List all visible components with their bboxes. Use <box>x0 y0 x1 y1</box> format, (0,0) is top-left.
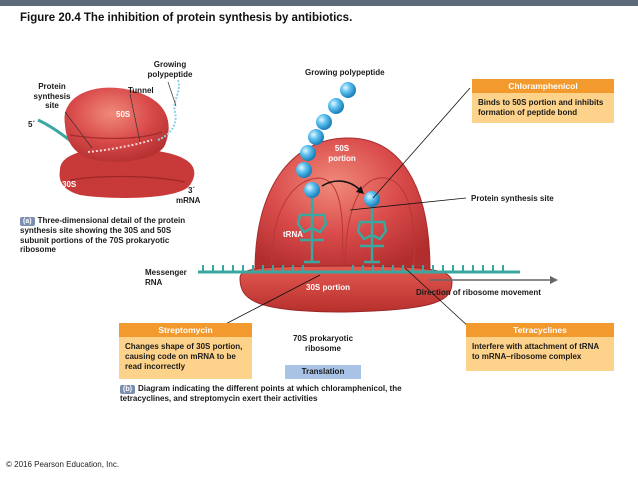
amino-acid-bead <box>308 129 324 145</box>
amino-acid-bead <box>328 98 344 114</box>
chloramphenicol-description: Binds to 50S portion and inhibits format… <box>472 93 614 123</box>
panel-a-tunnel-label: Tunnel <box>128 86 154 95</box>
panel-b-caption-text: Diagram indicating the different points … <box>120 384 402 403</box>
tetracyclines-description: Interfere with attachment of tRNA to mRN… <box>466 337 614 371</box>
panel-b-50s-portion-label: 50S portion <box>328 144 356 163</box>
amino-acid-bead <box>296 162 312 178</box>
panel-b-messenger-rna-label: Messenger RNA <box>145 268 187 287</box>
tetracyclines-header: Tetracyclines <box>466 323 614 337</box>
panel-b-caption: (b)Diagram indicating the different poin… <box>120 384 410 404</box>
translation-badge: Translation <box>285 365 361 379</box>
figure-title: Figure 20.4 The inhibition of protein sy… <box>20 12 353 24</box>
leader-tetracyclines <box>404 267 471 329</box>
panel-a-tag: (a) <box>20 217 35 226</box>
panel-b-trna-label: tRNA <box>283 230 303 239</box>
panel-b-tag: (b) <box>120 385 135 394</box>
panel-a-ribosome-drawing <box>37 79 195 198</box>
panel-a-30s-subunit <box>59 148 195 198</box>
leader-streptomycin <box>213 274 321 331</box>
amino-acid-bead <box>316 114 332 130</box>
panel-a-protein-synthesis-site-label: Protein synthesis site <box>33 82 71 110</box>
top-bar <box>0 0 638 6</box>
panel-a-5-prime-label: 5´ <box>28 120 36 129</box>
amino-acid-bead <box>300 145 316 161</box>
leader-chloramphenicol <box>372 87 471 199</box>
amino-acid-bead <box>304 182 320 198</box>
leader-protein-site <box>349 197 467 211</box>
panel-a-growing-polypeptide-label: Growing polypeptide <box>147 60 193 79</box>
trna-right <box>356 205 388 264</box>
panel-b-protein-synthesis-site-label: Protein synthesis site <box>471 194 554 203</box>
panel-b-growing-polypeptide-label: Growing polypeptide <box>305 68 385 77</box>
streptomycin-description: Changes shape of 30S portion, causing co… <box>119 337 252 379</box>
panel-a-30s-label: 30S <box>62 180 77 189</box>
chloramphenicol-header: Chloramphenicol <box>472 79 614 93</box>
panel-a-caption-text: Three-dimensional detail of the protein … <box>20 216 186 254</box>
panel-b-30s-portion <box>239 265 453 313</box>
panel-a-3-prime-label: 3´ <box>188 186 196 195</box>
panel-a-50s-subunit <box>64 87 169 162</box>
amino-acid-bead <box>340 82 356 98</box>
panel-a-50s-label: 50S <box>116 110 131 119</box>
streptomycin-header: Streptomycin <box>119 323 252 337</box>
panel-a-polypeptide <box>157 79 180 141</box>
copyright-notice: © 2016 Pearson Education, Inc. <box>6 460 120 469</box>
peptide-transfer-arrow <box>321 180 361 191</box>
panel-a-mrna-label: mRNA <box>176 196 201 205</box>
panel-a-caption: (a)Three-dimensional detail of the prote… <box>20 216 200 255</box>
panel-b-70s-ribosome-label: 70S prokaryotic ribosome <box>292 334 354 353</box>
amino-acid-bead <box>364 191 380 207</box>
direction-arrow-head <box>550 276 558 284</box>
panel-b-ribosome-drawing <box>198 82 558 331</box>
panel-b-direction-label: Direction of ribosome movement <box>416 288 541 297</box>
trna-left <box>296 195 328 264</box>
panel-b-30s-portion-label: 30S portion <box>306 283 351 292</box>
